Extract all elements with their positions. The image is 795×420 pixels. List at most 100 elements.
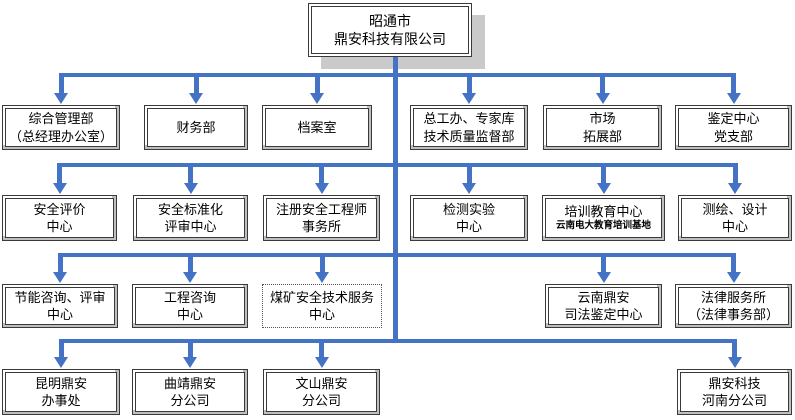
connector-arrow-stem <box>600 73 605 94</box>
org-node-label: 办事处 <box>41 393 81 408</box>
org-node-label: 司法鉴定中心 <box>564 307 643 322</box>
org-node-inner: 安全评价中心 <box>5 198 114 238</box>
org-node-label: 档案室 <box>297 119 337 135</box>
org-node-inner: 财务部 <box>147 108 245 147</box>
org-node-label: 法律服务所 <box>700 289 766 305</box>
org-node-label: 安全标准化 <box>157 201 223 217</box>
org-node-label: 中心 <box>46 219 73 234</box>
org-node-dingan-henan-branch: 鼎安科技河南分公司 <box>677 369 792 415</box>
connector-arrowhead-icon <box>54 357 68 368</box>
org-node-label: 文山鼎安 <box>295 375 348 391</box>
org-node-label: 检测实验 <box>442 201 495 217</box>
org-node-label: 煤矿安全技术服务 <box>269 289 374 305</box>
org-node-label: 安全评价 <box>33 201 86 217</box>
org-node-chief-engineer-quality-supervision-dept: 总工办、专家库技术质量监督部 <box>410 105 528 150</box>
org-node-label: 总工办、专家库 <box>423 111 515 127</box>
connector-arrowhead-icon <box>314 357 329 368</box>
connector-arrowhead-icon <box>462 183 476 194</box>
org-node-label: 财务部 <box>176 119 216 135</box>
org-node-label: 拓展部 <box>582 128 622 144</box>
org-node-market-expansion-dept: 市场拓展部 <box>543 105 662 150</box>
org-node-coal-mine-safety-tech-service-center: 煤矿安全技术服务中心 <box>262 284 382 328</box>
org-node-inner: 云南鼎安司法鉴定中心 <box>548 287 659 325</box>
org-node-finance-dept: 财务部 <box>144 105 248 150</box>
org-node-inner: 工程咨询中心 <box>135 287 245 325</box>
org-node-registered-safety-engineer-office: 注册安全工程师事务所 <box>263 195 380 241</box>
org-node-engineering-consulting-center: 工程咨询中心 <box>132 284 248 328</box>
connector-arrow-stem <box>731 73 736 94</box>
org-node-inner: 煤矿安全技术服务中心 <box>265 287 379 325</box>
connector-arrowhead-icon <box>462 93 476 104</box>
org-node-label: 市场 <box>589 111 616 127</box>
org-node-inner: 档案室 <box>265 108 369 147</box>
connector-arrowhead-icon <box>183 183 198 194</box>
org-node-label: 注册安全工程师 <box>275 201 367 217</box>
org-node-label: 鼎安科技有限公司 <box>334 31 446 47</box>
connector-arrowhead-icon <box>595 93 610 104</box>
org-node-wenshan-dingan-branch: 文山鼎安分公司 <box>263 369 380 415</box>
org-node-archives-room: 档案室 <box>262 105 372 150</box>
org-node-label: 鼎安科技 <box>708 375 761 391</box>
org-node-inner: 安全标准化评审中心 <box>136 198 245 238</box>
connector-arrow-stem <box>731 253 736 273</box>
org-node-training-education-center: 培训教育中心云南电大教育培训基地 <box>542 195 665 241</box>
org-node-legal-service-office: 法律服务所 （法律事务部） <box>675 284 792 328</box>
connector-arrowhead-icon <box>189 93 203 104</box>
org-node-inner: 总工办、专家库技术质量监督部 <box>413 108 525 147</box>
org-node-zhaotong-dingan-company: 昭通市鼎安科技有限公司 <box>308 3 472 57</box>
org-node-label: 中心 <box>721 219 748 234</box>
connector-arrow-stem <box>57 163 62 184</box>
org-node-label: 工程咨询 <box>163 289 216 305</box>
connector-arrowhead-icon <box>53 272 67 283</box>
org-node-label: 评审中心 <box>164 219 217 234</box>
connector-arrowhead-icon <box>728 183 742 194</box>
connector-arrow-stem <box>319 163 324 184</box>
org-node-inner: 昆明鼎安办事处 <box>5 372 117 412</box>
org-node-label: 分公司 <box>301 393 341 408</box>
connector-arrowhead-icon <box>726 93 741 104</box>
connector-arrow-stem <box>732 339 737 358</box>
org-node-label: 事务所 <box>301 219 341 234</box>
connector-spine <box>393 57 398 343</box>
org-node-label: 鉴定中心 <box>707 111 760 127</box>
org-node-label: 昭通市 <box>369 12 411 29</box>
org-node-safety-evaluation-center: 安全评价中心 <box>2 195 117 241</box>
org-node-label: 昆明鼎安 <box>34 375 87 391</box>
org-node-label: 节能咨询、评审 <box>14 289 106 305</box>
connector-arrow-stem <box>193 73 199 94</box>
org-node-label: （总经理办公室） <box>8 128 113 144</box>
org-node-yunnan-dingan-judicial-appraisal-center: 云南鼎安司法鉴定中心 <box>545 284 662 328</box>
org-node-inner: 培训教育中心云南电大教育培训基地 <box>545 198 662 238</box>
org-node-label: 技术质量监督部 <box>423 128 515 144</box>
connector-arrow-stem <box>466 163 472 184</box>
connector-arrowhead-icon <box>52 183 67 194</box>
org-node-energy-saving-consulting-review-center: 节能咨询、评审中心 <box>2 284 118 328</box>
org-node-inner: 曲靖鼎安分公司 <box>135 372 245 412</box>
connector-row-line <box>58 339 737 343</box>
org-node-label: 中心 <box>308 307 335 322</box>
org-node-kunming-dingan-office: 昆明鼎安办事处 <box>2 369 120 415</box>
connector-arrowhead-icon <box>310 93 324 104</box>
connector-arrowhead-icon <box>727 357 742 368</box>
connector-arrowhead-icon <box>315 272 329 283</box>
connector-arrow-stem <box>58 339 64 358</box>
connector-arrow-stem <box>188 163 193 184</box>
org-node-safety-standardization-review-center: 安全标准化评审中心 <box>133 195 248 241</box>
connector-row-line <box>58 73 736 77</box>
org-node-inner: 文山鼎安分公司 <box>266 372 377 412</box>
connector-arrow-stem <box>319 253 325 273</box>
org-node-label: 党支部 <box>713 128 753 144</box>
org-node-label: （法律事务部） <box>687 307 779 322</box>
connector-arrowhead-icon <box>596 183 611 194</box>
org-node-label: 分公司 <box>170 393 210 408</box>
org-node-inner: 测绘、设计中心 <box>681 198 789 238</box>
connector-arrowhead-icon <box>726 272 741 283</box>
connector-arrow-stem <box>601 253 606 273</box>
connector-arrow-stem <box>58 73 64 94</box>
connector-arrowhead-icon <box>183 357 197 368</box>
org-node-label: 河南分公司 <box>701 393 767 408</box>
org-node-inner: 检测实验中心 <box>413 198 525 238</box>
connector-arrowhead-icon <box>596 272 611 283</box>
connector-arrow-stem <box>187 253 193 273</box>
